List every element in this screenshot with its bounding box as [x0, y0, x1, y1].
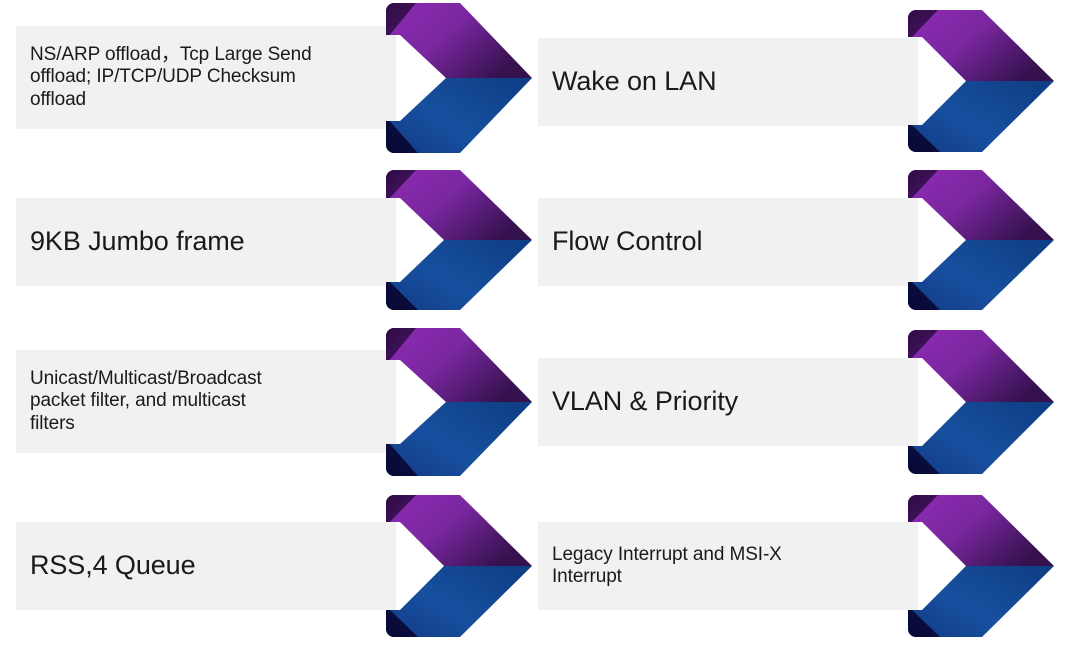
chevron-label-text: Unicast/Multicast/Broadcast packet filte…: [30, 367, 262, 434]
chevron-arrow-icon: [386, 328, 534, 476]
chevron-label-box[interactable]: Unicast/Multicast/Broadcast packet filte…: [16, 350, 396, 453]
chevron-label-text: 9KB Jumbo frame: [30, 226, 245, 257]
chevron-label-box[interactable]: 9KB Jumbo frame: [16, 198, 396, 286]
chevron-label-text: RSS,4 Queue: [30, 550, 196, 581]
chevron-label-box[interactable]: Legacy Interrupt and MSI-X Interrupt: [538, 522, 918, 610]
chevron-arrow-icon: [386, 495, 534, 637]
chevron-label-box[interactable]: Wake on LAN: [538, 38, 918, 126]
chevron-label-box[interactable]: VLAN & Priority: [538, 358, 918, 446]
chevron-label-text: Wake on LAN: [552, 66, 717, 97]
chevron-arrow-icon: [908, 10, 1056, 152]
chevron-arrow-icon: [908, 495, 1056, 637]
chevron-label-box[interactable]: RSS,4 Queue: [16, 522, 396, 610]
chevron-arrow-icon: [386, 3, 534, 153]
chevron-label-text: NS/ARP offload，Tcp Large Send offload; I…: [30, 43, 312, 110]
chevron-arrow-icon: [908, 330, 1056, 474]
chevron-label-text: VLAN & Priority: [552, 386, 739, 417]
chevron-arrow-icon: [386, 170, 534, 310]
chevron-label-box[interactable]: NS/ARP offload，Tcp Large Send offload; I…: [16, 26, 396, 129]
chevron-label-text: Flow Control: [552, 226, 703, 257]
chevron-arrow-icon: [908, 170, 1056, 310]
chevron-label-box[interactable]: Flow Control: [538, 198, 918, 286]
chevron-label-text: Legacy Interrupt and MSI-X Interrupt: [552, 543, 782, 587]
